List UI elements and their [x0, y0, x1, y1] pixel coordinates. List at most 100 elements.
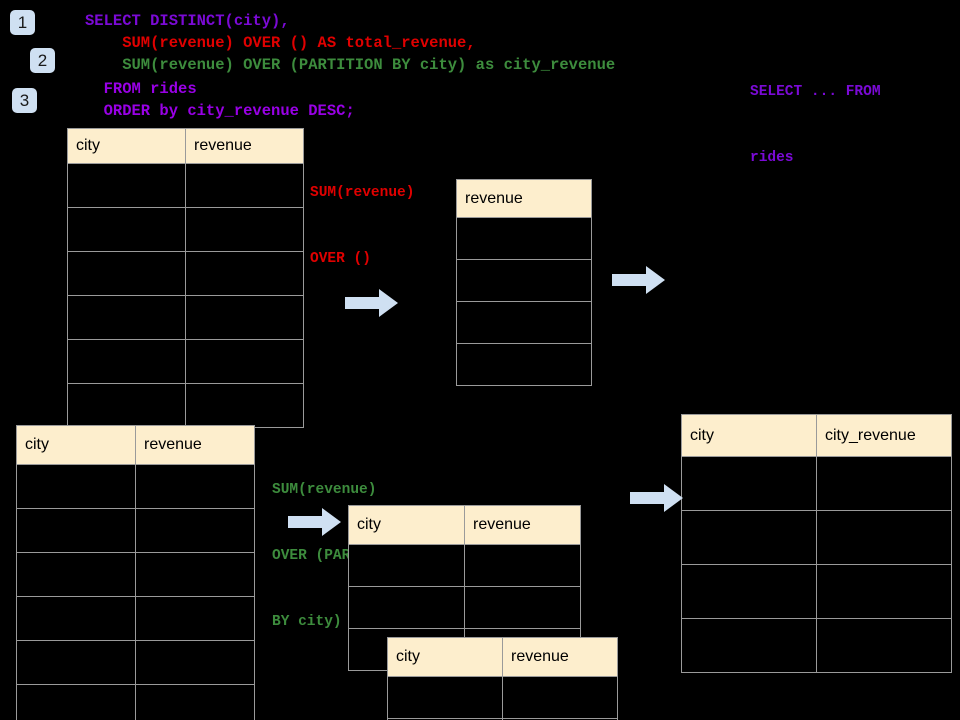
table-cell — [16, 640, 136, 685]
annotation-sum-over-partition-line3: BY city) — [272, 614, 342, 630]
table-result: city city_revenue — [681, 414, 952, 673]
table-row — [681, 618, 952, 673]
table-row — [67, 295, 304, 340]
table-row — [456, 217, 592, 260]
table-header-row: city revenue — [348, 505, 581, 545]
table-row — [67, 207, 304, 252]
table-row — [681, 456, 952, 511]
step-badge-3: 3 — [12, 88, 37, 113]
table-source-top: city revenue — [67, 128, 304, 428]
table-cell — [135, 596, 255, 641]
table-row — [348, 586, 581, 629]
arrow-partition-to-result-icon — [630, 484, 683, 512]
step-badge-1-label: 1 — [17, 13, 28, 32]
table-cell — [464, 544, 581, 587]
column-header-city: city — [681, 414, 817, 457]
table-row — [16, 684, 255, 720]
column-header-city-revenue: city_revenue — [816, 414, 952, 457]
arrow-source-to-partition-icon — [288, 508, 341, 536]
table-cell — [185, 383, 304, 428]
table-row — [16, 552, 255, 597]
column-header-city: city — [348, 505, 465, 545]
table-cell — [135, 684, 255, 720]
sql-line-sum-over-empty: SUM(revenue) OVER () AS total_revenue, — [85, 34, 476, 52]
table-row — [456, 343, 592, 386]
table-cell — [502, 676, 618, 719]
table-row — [16, 640, 255, 685]
table-header-row: city revenue — [387, 637, 618, 677]
column-header-revenue: revenue — [464, 505, 581, 545]
table-cell — [135, 640, 255, 685]
table-body — [67, 163, 304, 428]
table-source-bottom: city revenue — [16, 425, 255, 720]
table-cell — [185, 163, 304, 208]
table-cell — [16, 684, 136, 720]
table-cell — [348, 544, 465, 587]
table-header-row: city city_revenue — [681, 414, 952, 457]
table-header-row: revenue — [456, 179, 592, 218]
table-header-row: city revenue — [16, 425, 255, 465]
table-cell — [681, 510, 817, 565]
table-row — [387, 718, 618, 720]
step-badge-1: 1 — [10, 10, 35, 35]
column-header-city: city — [387, 637, 503, 677]
table-cell — [67, 251, 186, 296]
table-cell — [456, 343, 592, 386]
table-partition-back: city revenue — [348, 505, 581, 671]
table-cell — [185, 339, 304, 384]
sql-line-order-by: ORDER by city_revenue DESC; — [85, 102, 355, 120]
table-cell — [681, 564, 817, 619]
table-cell — [816, 510, 952, 565]
table-cell — [16, 508, 136, 553]
table-cell — [16, 552, 136, 597]
table-cell — [456, 259, 592, 302]
table-cell — [387, 676, 503, 719]
step-badge-3-label: 3 — [19, 91, 30, 110]
table-cell — [681, 618, 817, 673]
table-header-row: city revenue — [67, 128, 304, 164]
table-cell — [67, 295, 186, 340]
annotation-sum-over-partition-line1: SUM(revenue) — [272, 482, 377, 498]
sql-line-sum-over-partition: SUM(revenue) OVER (PARTITION BY city) as… — [85, 56, 616, 74]
table-cell — [816, 456, 952, 511]
table-cell — [502, 718, 618, 720]
table-cell — [67, 163, 186, 208]
column-header-city: city — [67, 128, 186, 164]
table-cell — [185, 295, 304, 340]
table-row — [456, 259, 592, 302]
table-body — [456, 217, 592, 386]
table-row — [16, 596, 255, 641]
arrow-source-to-revenue-icon — [345, 289, 398, 317]
column-header-revenue: revenue — [456, 179, 592, 218]
column-header-revenue: revenue — [502, 637, 618, 677]
table-row — [67, 163, 304, 208]
table-cell — [816, 618, 952, 673]
sql-line-select-distinct: SELECT DISTINCT(city), — [85, 12, 290, 30]
annotation-sum-over-empty-line2: OVER () — [310, 251, 371, 267]
table-row — [681, 510, 952, 565]
table-cell — [135, 552, 255, 597]
table-row — [67, 339, 304, 384]
table-cell — [67, 383, 186, 428]
arrow-revenue-to-result-icon — [612, 266, 665, 294]
table-body — [16, 464, 255, 720]
table-body — [681, 456, 952, 673]
table-cell — [185, 207, 304, 252]
annotation-sum-over-empty-line1: SUM(revenue) — [310, 185, 415, 201]
table-cell — [16, 596, 136, 641]
table-cell — [464, 586, 581, 629]
table-cell — [456, 301, 592, 344]
table-cell — [348, 586, 465, 629]
table-cell — [456, 217, 592, 260]
table-cell — [681, 456, 817, 511]
table-row — [456, 301, 592, 344]
table-row — [348, 544, 581, 587]
annotation-sum-over-empty: SUM(revenue) OVER () — [310, 138, 414, 314]
table-row — [387, 676, 618, 719]
table-cell — [67, 207, 186, 252]
annotation-select-from-rides-line1: SELECT ... FROM — [750, 84, 881, 100]
table-row — [16, 464, 255, 509]
step-badge-2: 2 — [30, 48, 55, 73]
table-row — [67, 383, 304, 428]
table-row — [67, 251, 304, 296]
